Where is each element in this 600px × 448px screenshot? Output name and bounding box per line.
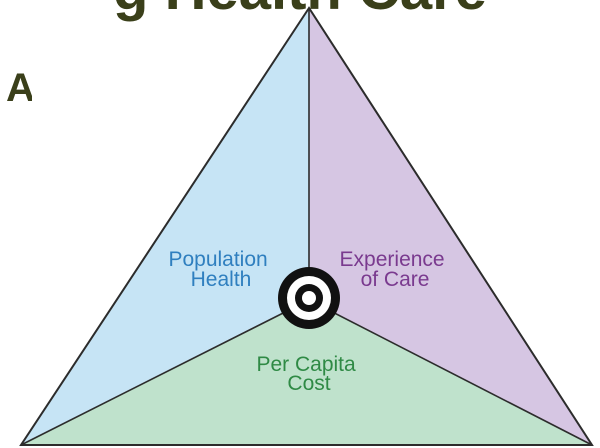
page-title: g Health Care (0, 0, 600, 20)
page-subtitle-fragment: A (6, 68, 32, 108)
experience-of-care-line-1: Experience (340, 248, 445, 271)
triangle-outline (19, 6, 594, 446)
population-health-line-1: Population (168, 248, 267, 271)
per-capita-cost-line-2: Cost (287, 372, 330, 395)
experience-of-care-label: Experience of Care (340, 248, 451, 291)
experience-of-care-line-2: of Care (361, 268, 430, 291)
population-health-line-2: Health (191, 268, 252, 291)
per-capita-cost-region (21, 300, 592, 445)
per-capita-cost-line-1: Per Capita (256, 353, 356, 376)
divider-right (308, 299, 593, 446)
target-icon (278, 267, 340, 329)
per-capita-cost-label: Per Capita Cost (256, 353, 361, 395)
population-health-label: Population Health (168, 248, 273, 291)
divider-left (20, 299, 310, 446)
